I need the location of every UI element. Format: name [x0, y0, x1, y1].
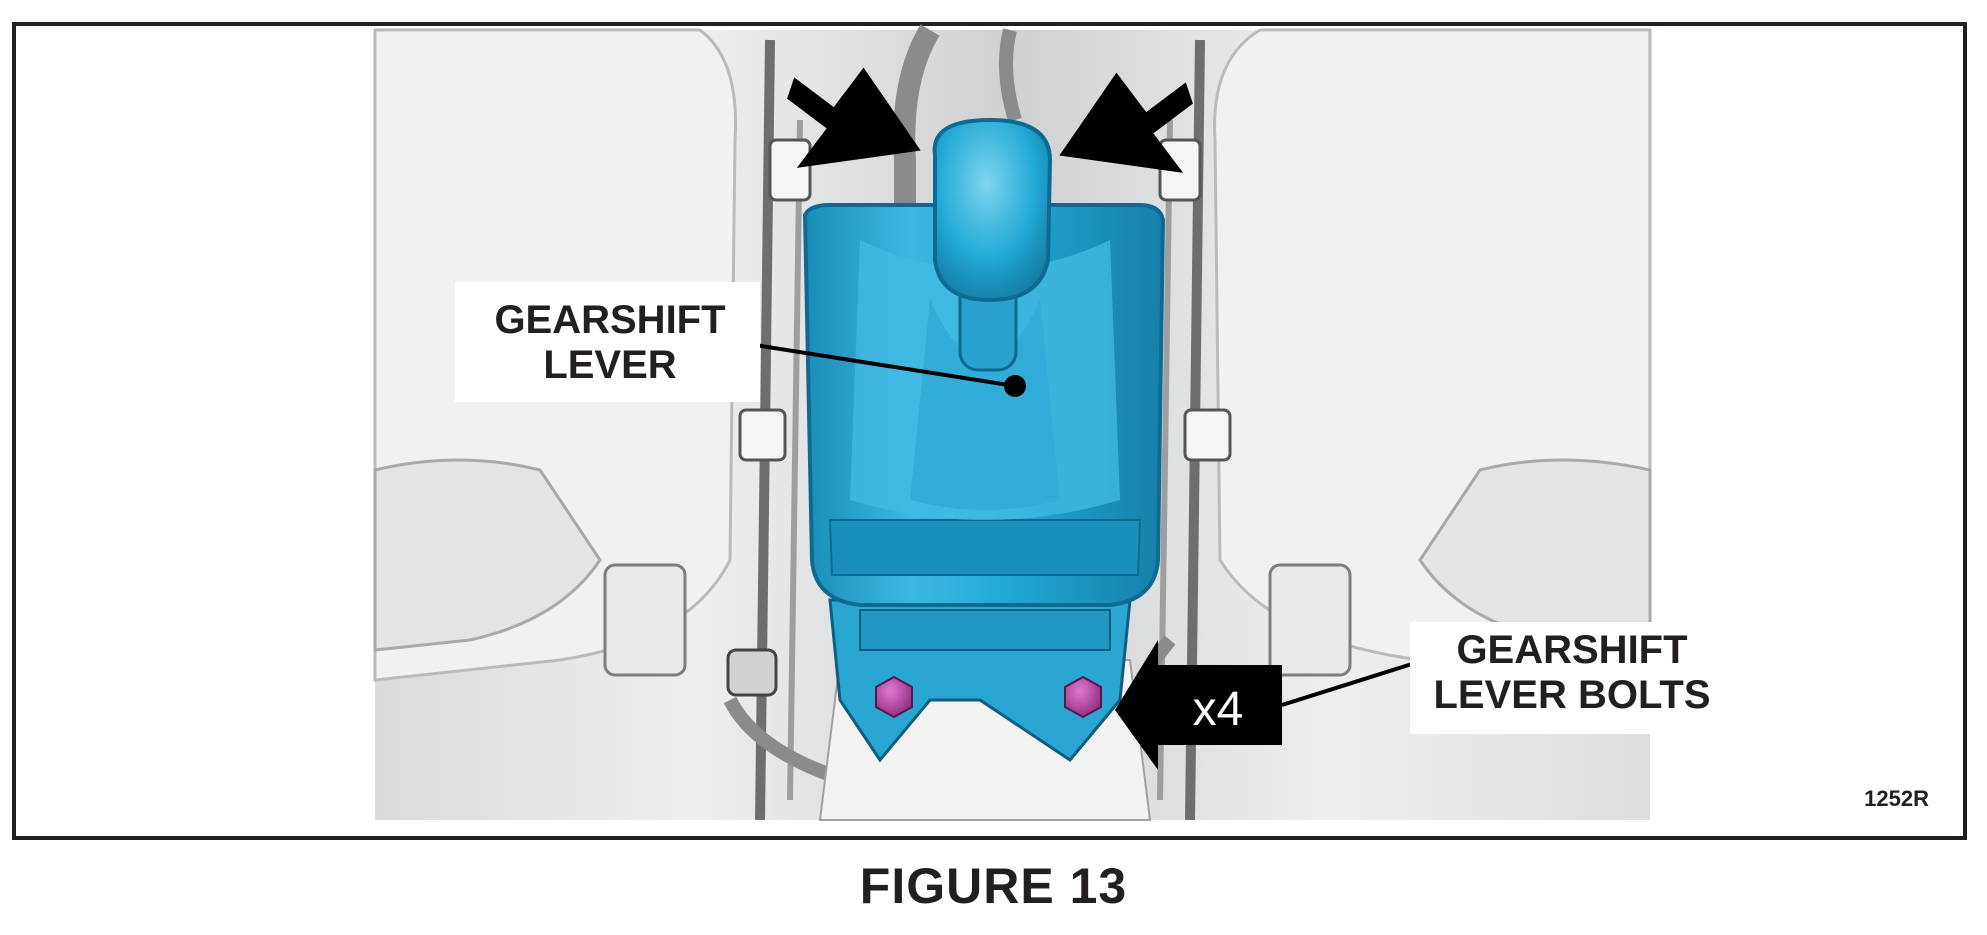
gearshift-lever-leader-dot — [1004, 375, 1026, 397]
gearshift-lever-leader-line — [754, 343, 1016, 388]
bolt-quantity-label: x4 — [1193, 683, 1244, 736]
gearshift-lever-assembly — [802, 117, 1166, 763]
gearshift-lever-bolts-callout: GEARSHIFT LEVER BOLTS — [1410, 622, 1735, 734]
arrow-right-down-icon — [1059, 72, 1193, 173]
gearshift-lever-label-line2: LEVER — [543, 343, 676, 387]
gearshift-lever-bolts-label-line2: LEVER BOLTS — [1433, 673, 1710, 717]
arrow-left-icon — [1115, 640, 1282, 770]
gearshift-lever-label-line1: GEARSHIFT — [494, 298, 725, 342]
figure-caption: FIGURE 13 — [859, 858, 1128, 914]
gearshift-lever-bolts-label-line1: GEARSHIFT — [1456, 628, 1687, 672]
gearshift-lever-callout: GEARSHIFT LEVER — [455, 282, 760, 402]
arrow-left-down-icon — [787, 67, 921, 168]
gearshift-lever-bolt — [1064, 675, 1102, 719]
figure-id: 1252R — [1864, 786, 1929, 811]
gearshift-lever-bolt — [875, 675, 913, 719]
gearshift-lever-bolts-leader-line — [1281, 661, 1416, 707]
